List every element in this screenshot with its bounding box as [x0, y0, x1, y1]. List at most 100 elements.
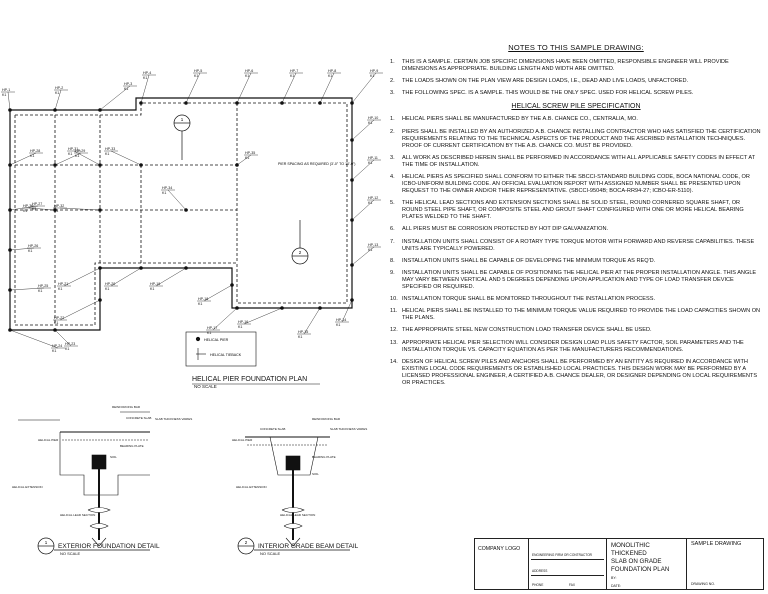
notes-panel: NOTES TO THIS SAMPLE DRAWING: 1.THIS IS … [390, 44, 762, 392]
pier-load-tag: K1 [336, 323, 340, 327]
spec-item-text: ALL WORK AS DESCRIBED HEREIN SHALL BE PE… [402, 154, 756, 168]
pier-tag: HP-7 [290, 69, 298, 73]
pier-leader [54, 89, 62, 111]
spec-item-text: PIERS SHALL BE INSTALLED BY AN AUTHORIZE… [402, 128, 761, 149]
interior-grade-beam-detail-callout [237, 537, 350, 555]
drawing-title-line-4: FOUNDATION PLAN [611, 566, 670, 573]
pier-leader [7, 91, 11, 111]
detail2-label: SLAB THICKNESS VARIES [330, 427, 367, 431]
spec-item-text: APPROPRIATE HELICAL PIER SELECTION WILL … [402, 339, 744, 353]
pier-tag: HP-14 [336, 318, 346, 322]
legend-tieback-label: HELICAL TIEBACK [210, 353, 242, 357]
pier-tag: HP-17 [207, 326, 217, 330]
notes-item-number: 1. [390, 59, 395, 65]
pier-tag: HP-6 [245, 69, 253, 73]
notes-item-text: THIS IS A SAMPLE. CERTAIN JOB SPECIFIC D… [402, 59, 729, 72]
pier-load-tag: K1 [150, 287, 154, 291]
detail-2-number: 2 [245, 540, 248, 545]
pier-leader [351, 159, 375, 181]
spec-item: 12.THE APPROPRIATE STEEL NEW CONSTRUCTIO… [390, 327, 762, 334]
spec-item: 4.HELICAL PIERS AS SPECIFIED SHALL CONFO… [390, 174, 762, 195]
pier-load-tag: K1 [38, 289, 42, 293]
drawing-title-cell: MONOLITHIC THICKENED SLAB ON GRADE FOUND… [607, 539, 687, 589]
spec-item-number: 12. [390, 327, 398, 334]
plan-title: HELICAL PIER FOUNDATION PLAN [192, 376, 308, 383]
pier-labels: HP-1K1HP-2K1HP-3K1HP-4K1HP-5K1HP-6K1HP-7… [2, 69, 378, 353]
pier-tag: HP-27 [32, 202, 42, 206]
spec-item-text: ALL PIERS MUST BE CORROSION PROTECTED BY… [402, 226, 609, 233]
pier-leader [73, 150, 101, 166]
notes-item-text: THE LOADS SHOWN ON THE PLAN VIEW ARE DES… [402, 78, 689, 85]
by-label: BY: [611, 576, 617, 580]
detail1-label: SLAB THICKNESS VARIES [155, 417, 192, 421]
plan-legend [185, 331, 257, 367]
pier-load-tag: K1 [143, 76, 147, 80]
spec-item-text: HELICAL PIERS SHALL BE INSTALLED TO THE … [402, 308, 761, 322]
pier-leader [281, 72, 297, 104]
pier-load-tag: K1 [162, 191, 166, 195]
spec-item-number: 6. [390, 226, 395, 233]
pier-leader [243, 307, 283, 325]
spec-item: 6. ALL PIERS MUST BE CORROSION PROTECTED … [390, 226, 762, 233]
slab-inner-dashed [14, 102, 348, 326]
detail1-label: REINFORCING BAR [112, 405, 141, 409]
pier-tag: HP-5 [194, 69, 202, 73]
pier-leader [351, 246, 375, 266]
cut-1-number: 1 [181, 117, 184, 122]
pier-load-tag: K1 [370, 74, 374, 78]
pier-tag: HP-16 [238, 320, 248, 324]
pier-leader [99, 85, 131, 111]
detail2-label: CONCRETE SLAB [260, 427, 285, 431]
pier-load-tag: K1 [298, 335, 302, 339]
pier-tag: HP-25 [38, 284, 48, 288]
pier-leader [54, 329, 72, 347]
detail-1-scale: NO SCALE [60, 551, 81, 556]
spec-item-text: HELICAL PIERS SHALL BE MANUFACTURED BY T… [402, 116, 638, 123]
pier-load-tag: K1 [28, 249, 32, 253]
spec-item: 2. PIERS SHALL BE INSTALLED BY AN AUTHORI… [390, 129, 762, 150]
detail-2-title: INTERIOR GRADE BEAM DETAIL [258, 543, 359, 550]
pier-tag: HP-12 [368, 196, 378, 200]
spec-item-number: 1. [390, 116, 395, 123]
pier-tag: HP-30 [23, 204, 33, 208]
pier-leader [303, 307, 321, 335]
spec-item-number: 7. [390, 238, 395, 245]
pier-leader [59, 299, 101, 321]
pier-tag: HP-10 [368, 116, 378, 120]
detail1-label: HELICAL PIER [38, 438, 59, 442]
spec-item-text: HELICAL PIERS AS SPECIFIED SHALL CONFORM… [402, 173, 750, 194]
pier-leader [236, 154, 252, 166]
legend-pier-label: HELICAL PIER [204, 338, 229, 342]
spec-item-number: 2. [390, 128, 395, 135]
detail1-label: HELICAL LEAD SECTION [60, 513, 95, 517]
pier-leader [9, 329, 59, 349]
notes-item: 1. THIS IS A SAMPLE. CERTAIN JOB SPECIFIC… [390, 59, 762, 73]
exterior-foundation-detail-callout [37, 537, 150, 555]
pier-load-tag: K1 [55, 91, 59, 95]
pier-load-tag: K1 [65, 347, 69, 351]
detail1-label: BEARING PLATE [120, 444, 144, 448]
pier-load-tag: K1 [368, 201, 372, 205]
phone-label: PHONE [532, 583, 544, 587]
spec-item: 14.DESIGN OF HELICAL SCREW PILES AND ANC… [390, 359, 762, 387]
pier-tag: HP-34 [162, 186, 172, 190]
pier-load-tag: K1 [368, 248, 372, 252]
detail-1-title: EXTERIOR FOUNDATION DETAIL [58, 543, 160, 550]
pier-load-tag: K1 [54, 209, 58, 213]
pier-load-tag: K1 [245, 74, 249, 78]
detail1-label: HELICAL EXTENSION [12, 485, 43, 489]
pier-tag: HP-24 [52, 344, 62, 348]
pier-load-tag: K1 [105, 152, 109, 156]
pier-load-tag: K1 [58, 287, 62, 291]
spec-item: 3.ALL WORK AS DESCRIBED HEREIN SHALL BE … [390, 155, 762, 169]
pier-tag: HP-19 [150, 282, 160, 286]
spec-item-number: 10. [390, 296, 398, 303]
date-label: DATE: [611, 584, 622, 588]
pier-tag: HP-9 [370, 69, 378, 73]
notes-list: 1. THIS IS A SAMPLE. CERTAIN JOB SPECIFIC… [390, 59, 762, 97]
pier-tag: HP-4 [143, 71, 151, 75]
spec-item-text: DESIGN OF HELICAL SCREW PILES AND ANCHOR… [402, 358, 758, 386]
spec-heading: HELICAL SCREW PILE SPECIFICATION [511, 103, 641, 111]
pier-tag: HP-2 [55, 86, 63, 90]
title-block: COMPANY LOGO ENGINEERING FIRM OR CONTRAC… [474, 538, 764, 590]
